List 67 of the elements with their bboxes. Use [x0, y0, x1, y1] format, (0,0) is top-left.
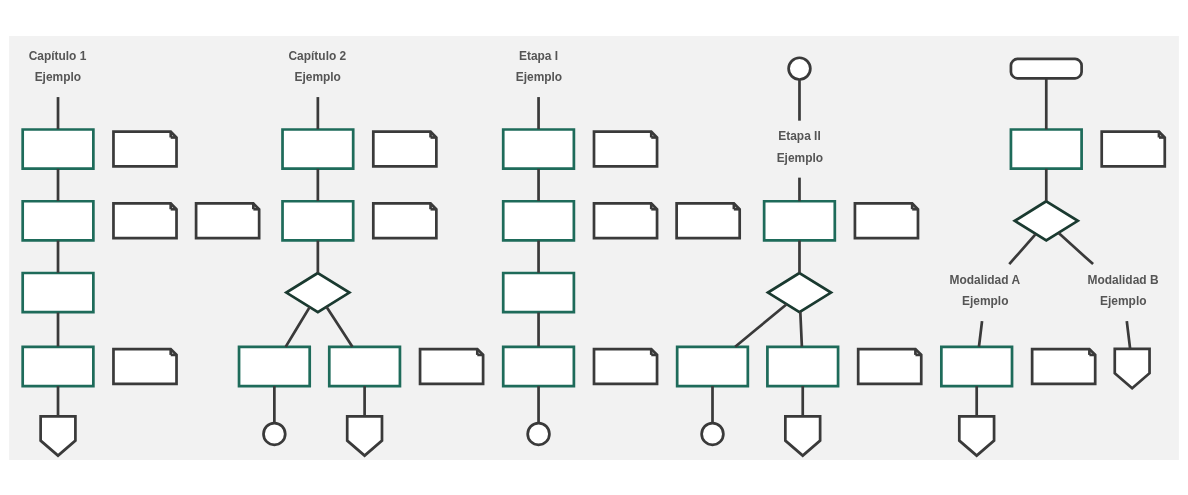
connector	[537, 385, 540, 423]
connector	[316, 168, 320, 201]
connector	[798, 311, 804, 347]
connector	[1125, 320, 1132, 349]
connector	[537, 168, 540, 201]
node-box	[21, 127, 95, 170]
node-box	[766, 345, 840, 387]
node-box	[237, 345, 312, 387]
node-box	[1009, 127, 1083, 170]
connector	[363, 385, 366, 416]
connector	[975, 385, 979, 416]
connector	[56, 96, 60, 129]
connector	[56, 312, 60, 346]
node-pentagon	[39, 414, 77, 457]
node-box	[21, 271, 95, 313]
node-box	[21, 345, 95, 387]
node-text: Capítulo 2 Ejemplo	[288, 48, 347, 84]
node-text: Etapa II Ejemplo	[776, 128, 824, 165]
node-box	[501, 127, 576, 170]
node-box	[501, 199, 576, 242]
node-box	[675, 345, 750, 387]
node-text: Capítulo 1 Ejemplo	[28, 48, 87, 84]
connector	[734, 302, 788, 348]
connector	[798, 177, 801, 201]
connector	[1057, 231, 1094, 265]
connector	[711, 385, 714, 423]
connector	[316, 96, 320, 129]
connector	[1008, 232, 1037, 265]
connector	[284, 305, 311, 348]
connector	[316, 240, 320, 273]
connector	[1044, 78, 1048, 129]
node-box	[501, 345, 576, 387]
node-diamond	[765, 270, 834, 314]
connector	[537, 240, 540, 273]
connector	[798, 79, 801, 121]
node-circle	[787, 55, 812, 81]
connector	[798, 240, 801, 273]
connector	[56, 168, 60, 201]
connector	[1044, 168, 1048, 201]
connector	[56, 240, 60, 273]
node-pentagon	[345, 414, 384, 457]
node-circle	[262, 421, 287, 446]
node-circle	[526, 421, 551, 446]
connector	[977, 320, 984, 347]
node-text: Modalidad B Ejemplo	[1087, 272, 1159, 308]
connector	[537, 312, 540, 346]
node-pentagon	[1113, 347, 1151, 390]
node-circle	[700, 421, 725, 446]
node-text: Modalidad A Ejemplo	[949, 272, 1021, 308]
node-box	[940, 345, 1014, 387]
connector	[325, 305, 354, 347]
node-diamond	[283, 270, 352, 314]
connector	[801, 385, 805, 416]
node-box	[501, 271, 576, 313]
node-diamond	[1012, 199, 1081, 242]
node-text: Etapa I Ejemplo	[515, 48, 563, 84]
node-box	[281, 127, 355, 170]
connector	[56, 385, 60, 416]
node-terminator	[1009, 56, 1083, 80]
node-pentagon	[957, 414, 996, 457]
connector	[537, 96, 540, 129]
connector	[273, 385, 276, 423]
node-box	[327, 345, 402, 387]
node-box	[762, 199, 837, 242]
node-pentagon	[783, 414, 822, 457]
node-box	[21, 199, 95, 242]
node-box	[281, 199, 355, 242]
